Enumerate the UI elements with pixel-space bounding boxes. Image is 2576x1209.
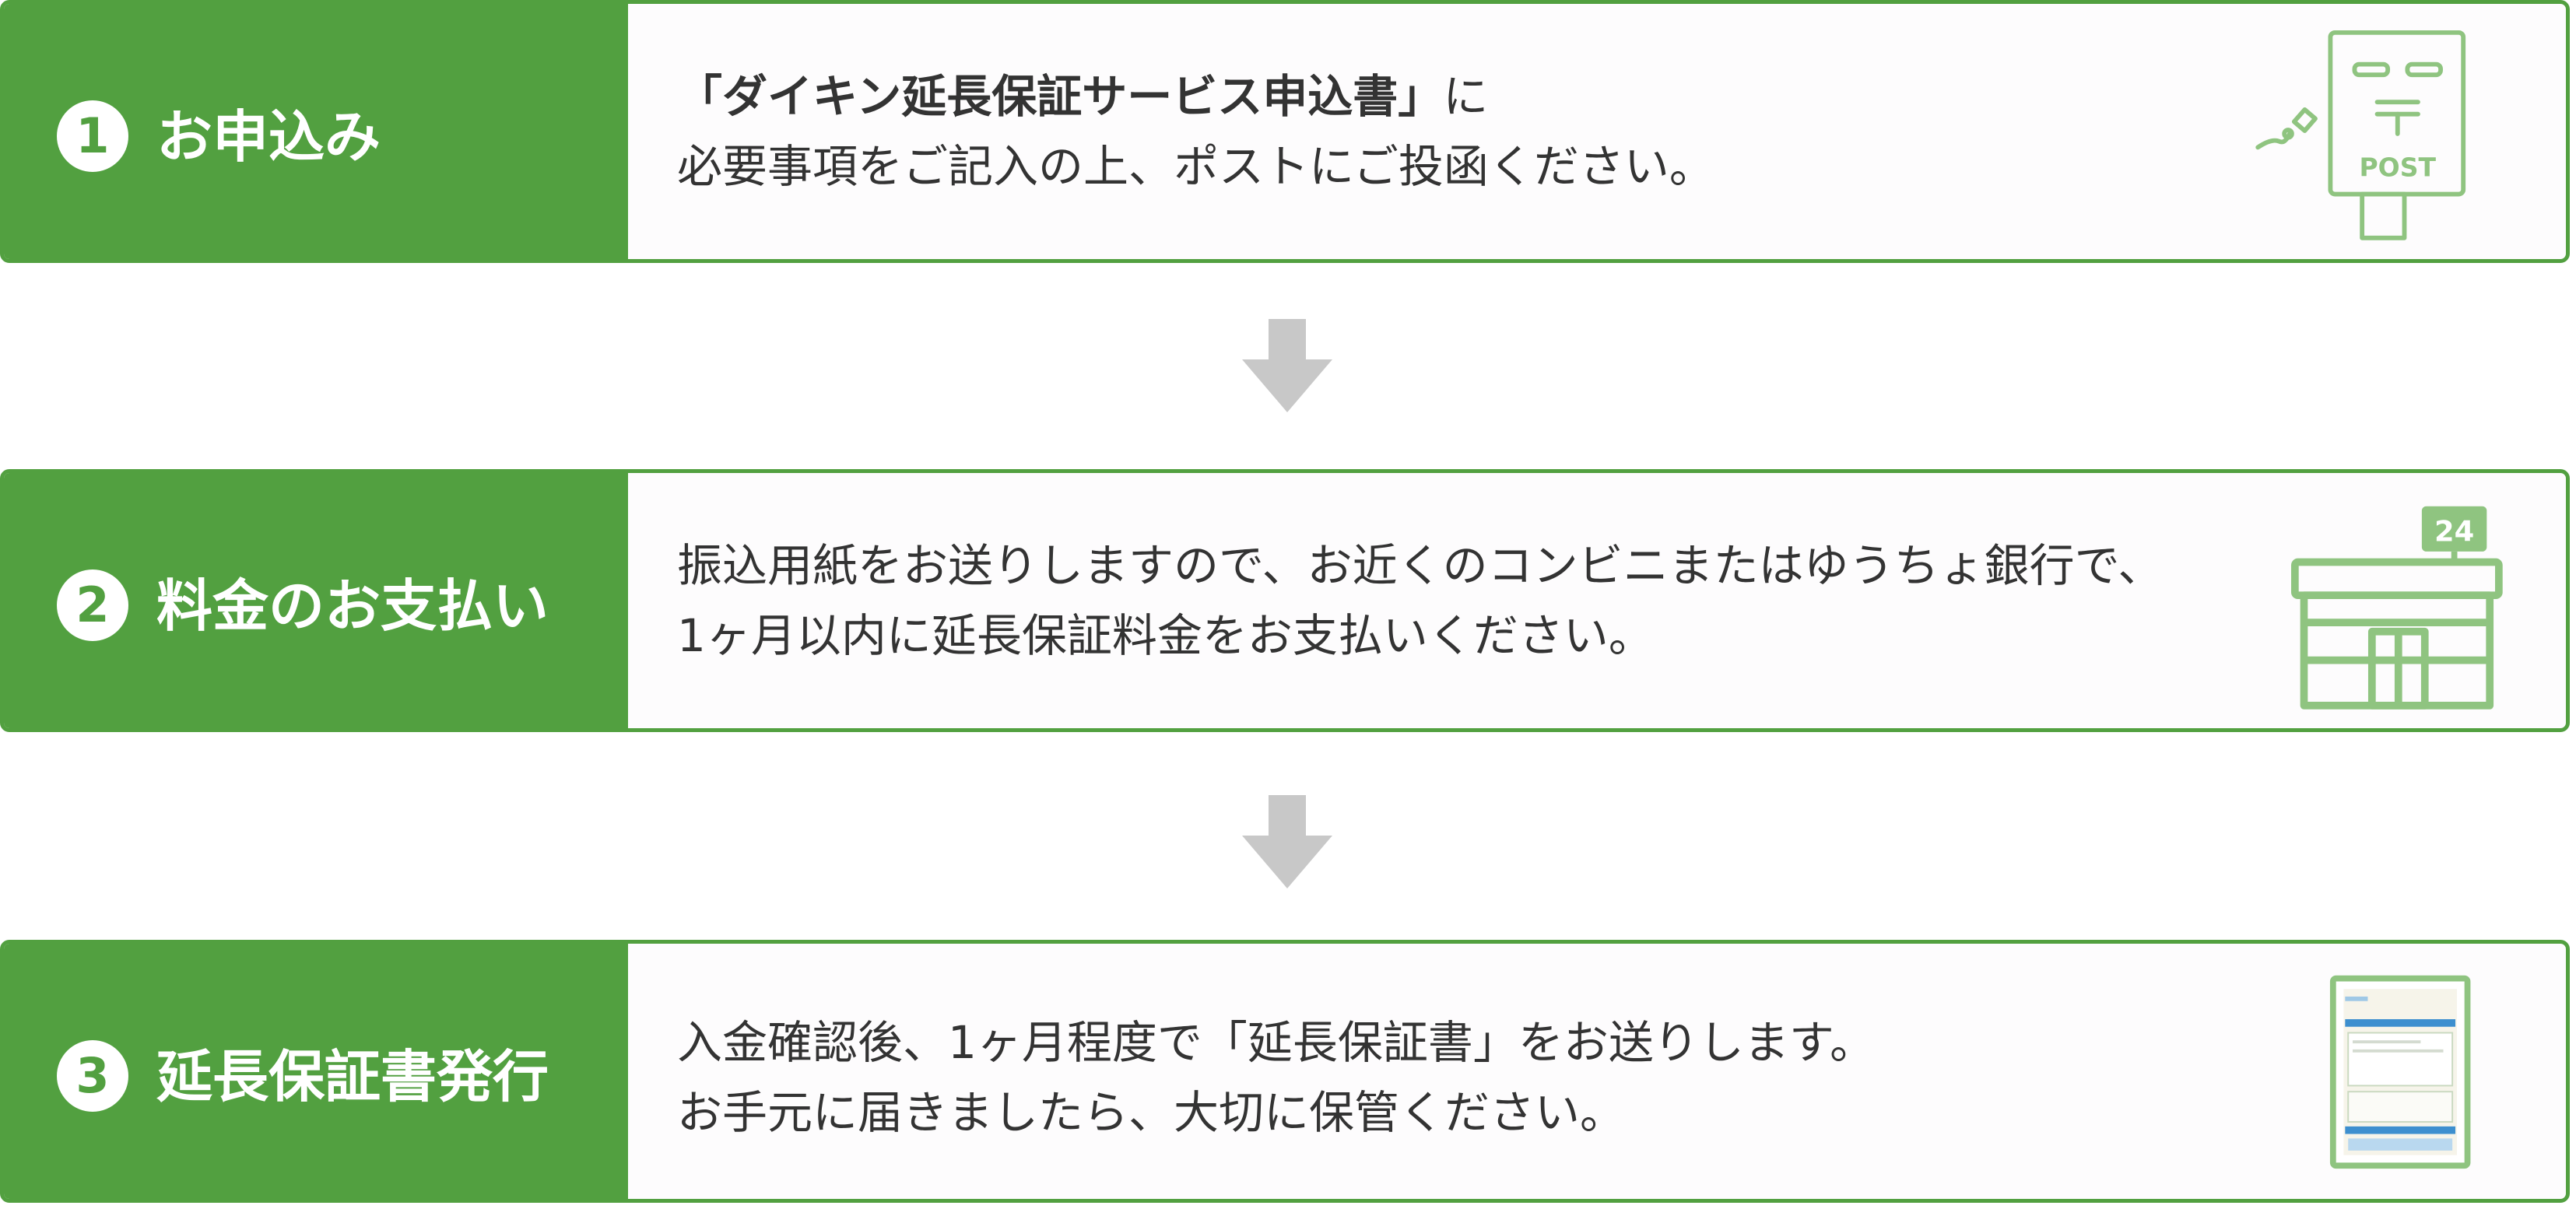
warranty-document-icon [2329, 975, 2471, 1169]
mailbox-post-label: POST [2360, 152, 2437, 182]
step-2-number-badge: 2 [57, 569, 128, 641]
step-1-card: 1 お申込み 「ダイキン延長保証サービス申込書」に 必要事項をご記入の上、ポスト… [0, 0, 2570, 263]
store-24-label: 24 [2434, 514, 2474, 548]
step-1-body-line-1: 「ダイキン延長保証サービス申込書」に [677, 61, 1714, 131]
convenience-store-icon: 24 [2290, 506, 2503, 710]
step-3-body-line-1: 入金確認後、1ヶ月程度で「延長保証書」をお送りします。 [677, 1016, 1876, 1069]
step-1-number-badge: 1 [57, 100, 128, 172]
step-2-header: 2 料金のお支払い [4, 473, 628, 728]
step-2-body-line-1: 振込用紙をお送りしますので、お近くのコンビニまたはゆうちょ銀行で、 [677, 539, 2164, 592]
step-2-body: 振込用紙をお送りしますので、お近くのコンビニまたはゆうちょ銀行で、 1ヶ月以内に… [677, 531, 2163, 671]
step-2-body-line-2: 1ヶ月以内に延長保証料金をお支払いください。 [677, 609, 1654, 662]
down-arrow-icon [1242, 319, 1332, 412]
step-1-title: お申込み [156, 104, 381, 170]
step-3-header: 3 延長保証書発行 [4, 944, 628, 1199]
step-2-title: 料金のお支払い [156, 573, 549, 639]
step-3-number-badge: 3 [57, 1040, 128, 1112]
step-3-card: 3 延長保証書発行 入金確認後、1ヶ月程度で「延長保証書」をお送りします。 お手… [0, 940, 2570, 1203]
step-1-body-line-1-rest: に [1443, 70, 1489, 123]
step-3-body-line-2: お手元に届きましたら、大切に保管ください。 [677, 1086, 1626, 1139]
step-1-body-line-2: 必要事項をご記入の上、ポストにご投函ください。 [677, 140, 1714, 193]
step-3-body: 入金確認後、1ヶ月程度で「延長保証書」をお送りします。 お手元に届きましたら、大… [677, 1008, 1875, 1148]
down-arrow-icon [1242, 795, 1332, 888]
step-3-title: 延長保証書発行 [156, 1044, 549, 1109]
step-1-body: 「ダイキン延長保証サービス申込書」に 必要事項をご記入の上、ポストにご投函くださ… [677, 61, 1714, 202]
mailbox-post-icon: POST [2255, 30, 2466, 240]
step-2-card: 2 料金のお支払い 振込用紙をお送りしますので、お近くのコンビニまたはゆうちょ銀… [0, 469, 2570, 732]
step-1-header: 1 お申込み [4, 4, 628, 259]
step-1-application-form-name: 「ダイキン延長保証サービス申込書」 [677, 70, 1444, 123]
